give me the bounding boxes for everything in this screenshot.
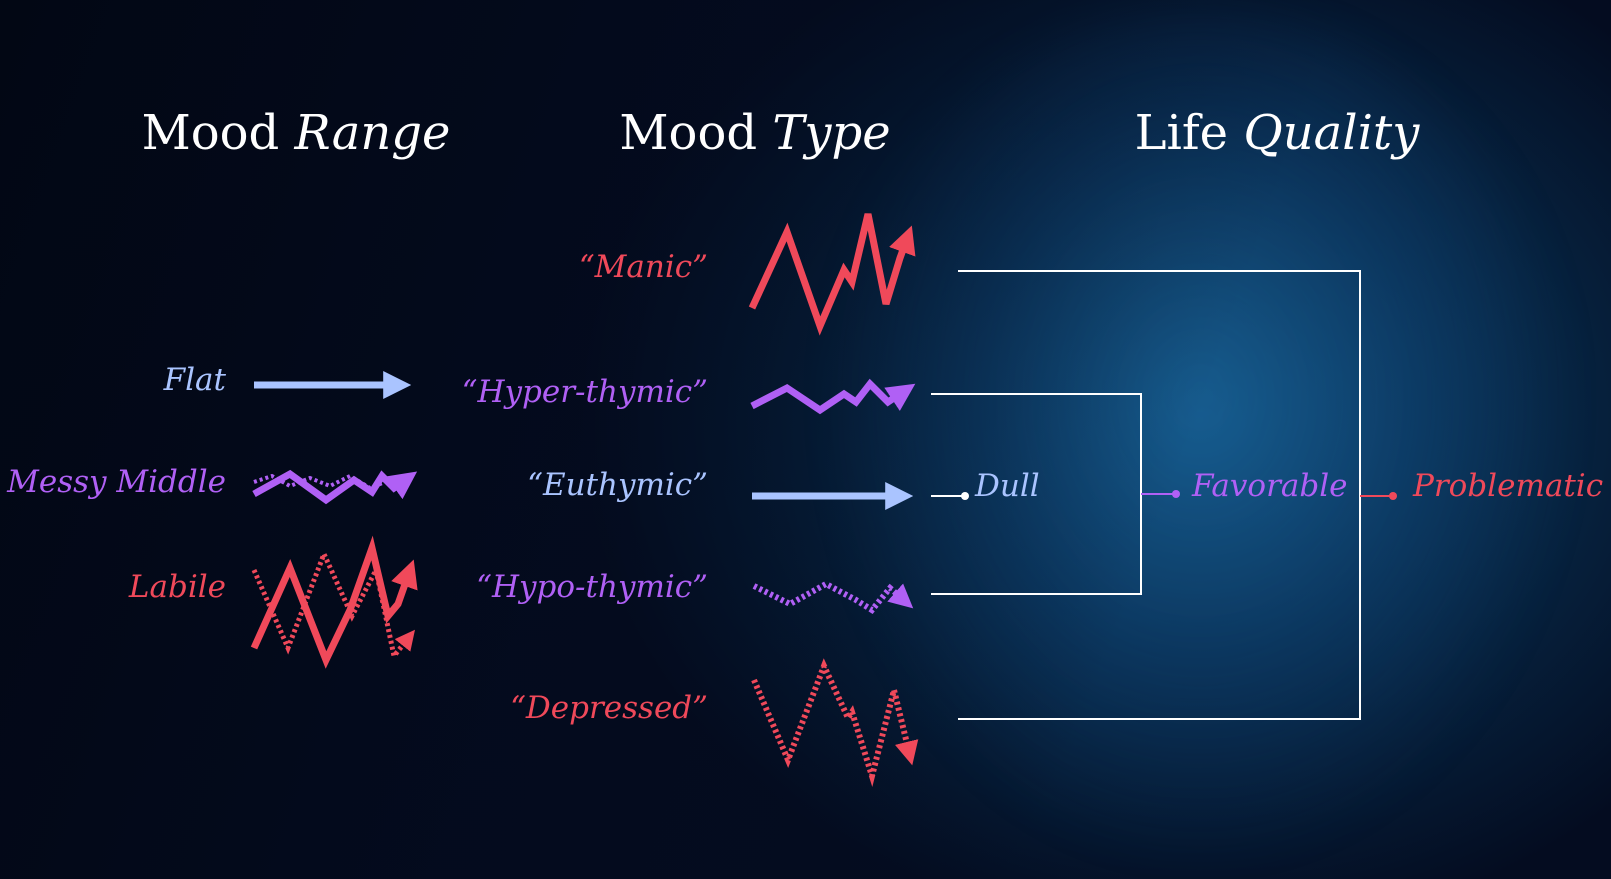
bracket-problematic — [958, 270, 1397, 720]
type-label-euthymic: “Euthymic” — [527, 467, 708, 503]
type-label-hyperthymic: “Hyper-thymic” — [461, 374, 708, 410]
header-word: Life — [1134, 105, 1229, 161]
header-italic-word: Quality — [1243, 105, 1420, 161]
header-life-quality: Life Quality — [1135, 105, 1420, 161]
header-mood-range: Mood Range — [142, 105, 451, 161]
quality-label-favorable: Favorable — [1192, 468, 1348, 504]
quality-label-problematic: Problematic — [1413, 468, 1604, 504]
range-label-labile: Labile — [128, 569, 226, 605]
downward-dotted-zigzag-icon — [751, 658, 919, 787]
small-zigzag-arrow-icon — [252, 469, 418, 505]
type-label-manic: “Manic” — [578, 249, 708, 285]
mild-downward-dotted-zigzag-icon — [752, 580, 914, 614]
range-label-messy-middle: Messy Middle — [7, 464, 226, 500]
mild-upward-zigzag-arrow-icon — [750, 378, 916, 415]
header-mood-type: Mood Type — [619, 105, 890, 161]
bracket-favorable — [931, 393, 1180, 595]
header-word: Mood — [141, 105, 280, 161]
type-label-depressed: “Depressed” — [510, 690, 708, 726]
upward-zigzag-arrow-icon — [748, 213, 916, 336]
quality-label-dull: Dull — [975, 468, 1040, 504]
header-italic-word: Range — [294, 105, 451, 161]
header-italic-word: Type — [772, 105, 891, 161]
range-label-flat: Flat — [163, 362, 226, 398]
type-label-hypothymic: “Hypo-thymic” — [476, 569, 708, 605]
connector-dull — [931, 492, 969, 500]
large-zigzag-arrow-icon — [250, 535, 418, 669]
header-word: Mood — [619, 105, 758, 161]
